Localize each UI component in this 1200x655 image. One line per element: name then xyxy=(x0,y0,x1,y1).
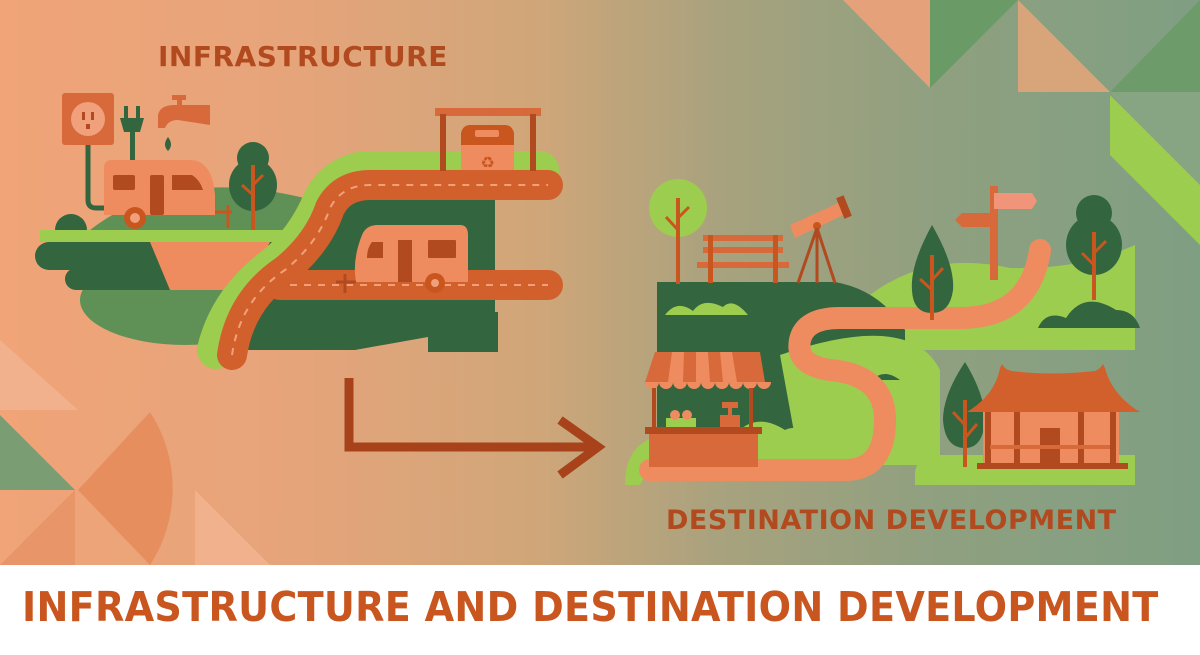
market-stall-icon xyxy=(645,352,771,467)
telescope-icon xyxy=(790,195,852,284)
infrastructure-label: INFRASTRUCTURE xyxy=(158,40,448,73)
illustration-canvas: ♻ xyxy=(0,0,1200,565)
recycling-bin-shelter-icon: ♻ xyxy=(385,108,547,172)
tree-icon xyxy=(229,142,277,230)
destination-scene xyxy=(625,179,1140,485)
geometric-decor-bottom-left xyxy=(0,340,270,565)
electrical-outlet-icon xyxy=(62,93,114,211)
footer-title: INFRASTRUCTURE AND DESTINATION DEVELOPME… xyxy=(22,583,1159,631)
signpost-icon xyxy=(955,186,1037,280)
water-faucet-icon xyxy=(158,95,210,151)
recycle-icon: ♻ xyxy=(480,153,494,172)
tree-icon xyxy=(911,225,954,320)
pagoda-pavilion-icon xyxy=(967,364,1140,469)
power-plug-icon xyxy=(120,106,144,182)
tree-icon xyxy=(649,179,707,284)
destination-development-label: DESTINATION DEVELOPMENT xyxy=(666,505,1117,536)
footer-banner: INFRASTRUCTURE AND DESTINATION DEVELOPME… xyxy=(0,565,1200,655)
illustration-svg: ♻ xyxy=(0,0,1200,565)
camper-trailer-icon xyxy=(104,160,232,229)
geometric-decor-top-right xyxy=(843,0,1200,245)
tree-icon xyxy=(1038,195,1140,328)
winding-path xyxy=(639,239,1051,481)
tree-icon xyxy=(943,362,985,467)
flow-arrow-icon xyxy=(344,378,606,479)
park-bench-icon xyxy=(697,235,789,283)
camper-trailer-on-road-icon xyxy=(336,225,468,293)
